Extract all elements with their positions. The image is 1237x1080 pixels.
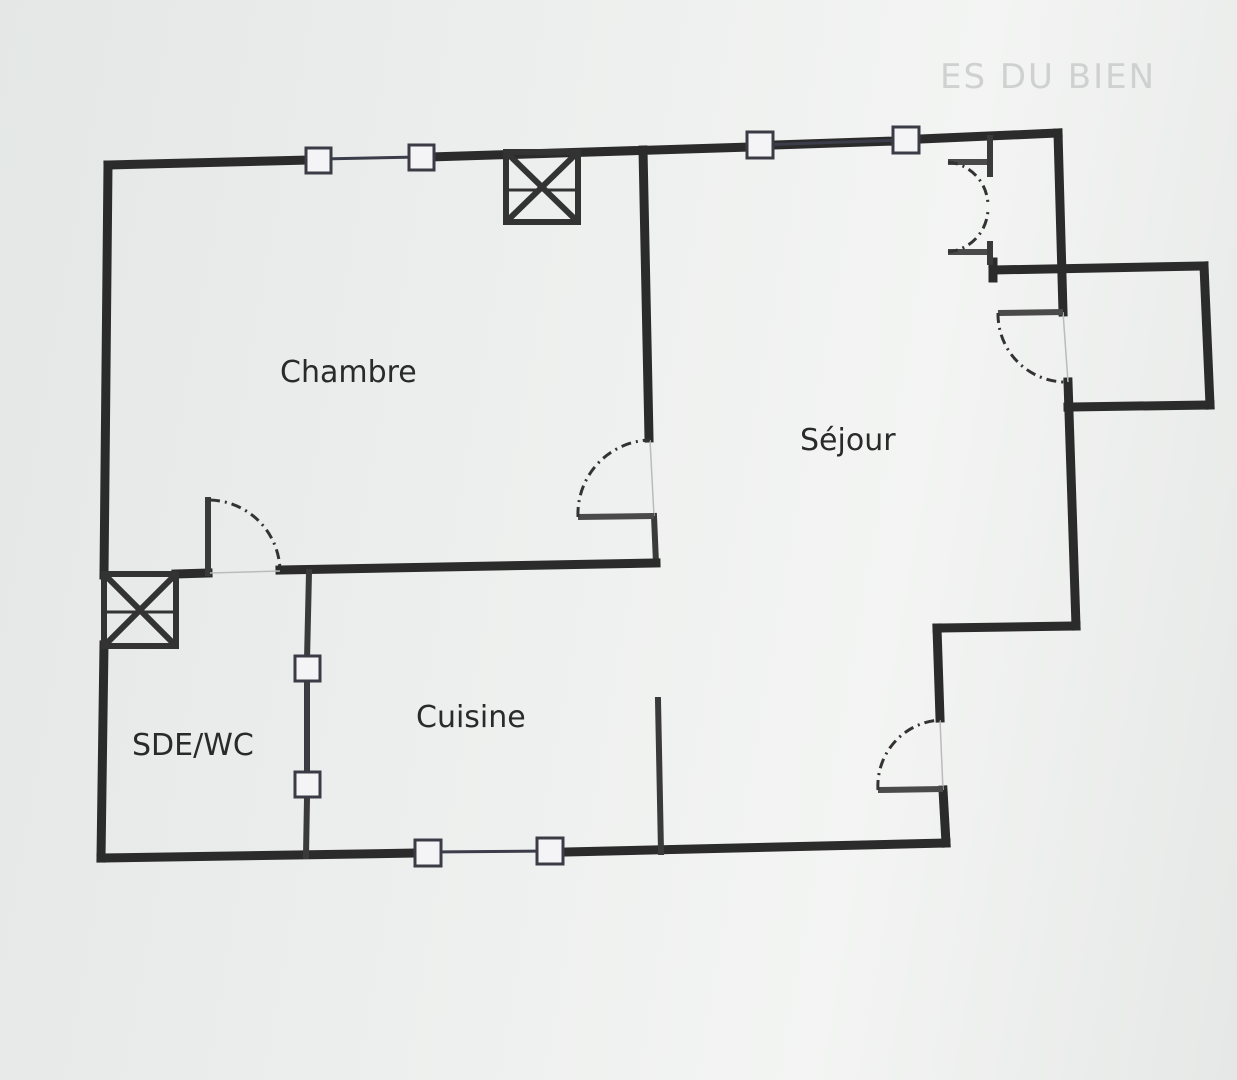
shaft-top-icon	[503, 149, 581, 225]
window-sejour-top	[745, 125, 921, 160]
room-label-sejour: Séjour	[800, 423, 896, 458]
door-chambre	[576, 438, 655, 520]
room-label-cuisine: Cuisine	[416, 700, 526, 735]
window-cuisine-bottom	[413, 836, 565, 868]
header-ghost-text: ES DU BIEN	[940, 57, 1156, 97]
shaft-sde-icon	[101, 571, 179, 649]
room-label-chambre: Chambre	[280, 355, 417, 390]
room-label-sde-wc: SDE/WC	[132, 728, 254, 763]
door-sde	[209, 498, 282, 574]
window-chambre-top	[304, 143, 436, 175]
door-balcony	[996, 309, 1069, 384]
exterior-walls	[96, 128, 1215, 863]
window-sde-cuisine	[293, 654, 322, 799]
door-closet	[947, 135, 993, 265]
door-entrance	[876, 718, 944, 793]
